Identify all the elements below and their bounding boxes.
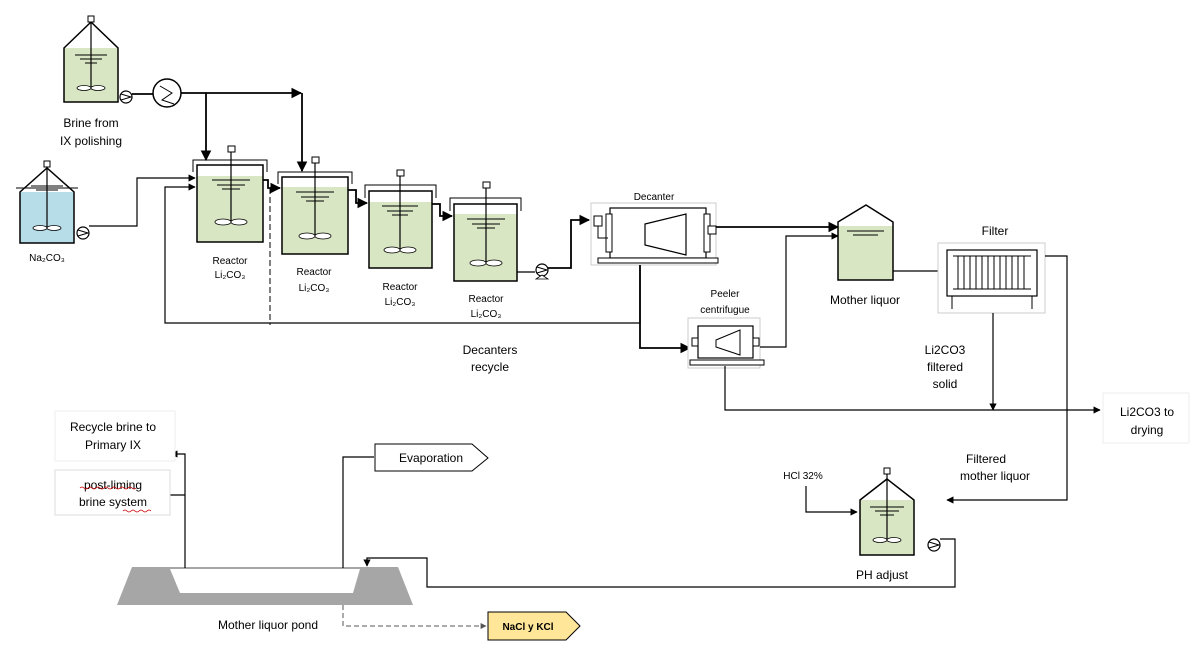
reactor-2-label: Reactor <box>296 267 332 278</box>
pond-label: Mother liquor pond <box>218 618 318 632</box>
stirrer-icon <box>76 85 106 91</box>
filter-label: Filter <box>982 224 1009 238</box>
postliming-label-line1: post-liming <box>84 478 142 492</box>
decanter-label: Decanter <box>634 192 675 203</box>
filter-press-icon <box>937 242 1046 314</box>
mother-liquor-pond <box>117 567 413 605</box>
decanters-recycle-line1: Decanters <box>463 343 518 357</box>
pump-icon <box>76 226 90 240</box>
recycle-label-line2: Primary IX <box>85 438 141 452</box>
evaporation-label: Evaporation <box>399 451 463 465</box>
drying-output: Li2CO3 to drying <box>1102 392 1190 444</box>
decanters-recycle-line2: recycle <box>471 360 509 374</box>
postliming-label-line2: brine system <box>79 495 147 509</box>
solid-label-line2: filtered <box>927 360 963 374</box>
hcl-label: HCl 32% <box>783 471 823 482</box>
reactor-1-label: Reactor <box>212 256 248 267</box>
nacl-kcl-box: NaCl y KCl <box>487 611 581 641</box>
brine-label-line2: IX polishing <box>60 134 122 148</box>
centrifuge-icon <box>687 317 765 369</box>
mother-liquor-tank <box>837 204 894 281</box>
recycle-label-line1: Recycle brine to <box>70 420 156 434</box>
na2co3-tank <box>16 160 78 244</box>
reactor-4-label: Reactor <box>468 294 504 305</box>
drying-label-line1: Li2CO3 to <box>1120 405 1174 419</box>
brine-label-line1: Brine from <box>63 116 118 130</box>
pump-icon <box>927 538 941 552</box>
postliming-box: post-liming brine system <box>54 469 171 516</box>
filtered-ml-label-line1: Filtered <box>966 452 1006 466</box>
solid-label-line1: Li2CO3 <box>925 343 966 357</box>
nacl-kcl-label: NaCl y KCl <box>502 622 553 633</box>
mother-liquor-label: Mother liquor <box>830 293 900 307</box>
recycle-brine-box: Recycle brine to Primary IX <box>54 410 176 462</box>
filtered-ml-label-line2: mother liquor <box>960 469 1030 483</box>
reactor-3 <box>364 169 437 269</box>
pump-icon <box>534 263 550 280</box>
drying-label-line2: drying <box>1131 423 1164 437</box>
evaporation-box: Evaporation <box>374 443 489 472</box>
peeler-label-line2: centrifugue <box>700 305 750 316</box>
reactor-2 <box>277 156 353 255</box>
reactor-2-sublabel: Li₂CO₃ <box>299 283 330 294</box>
peeler-label-line1: Peeler <box>711 289 741 300</box>
na2co3-label: Na₂CO₃ <box>29 253 65 264</box>
decanter-icon <box>590 202 719 266</box>
ph-adjust-tank <box>859 467 915 556</box>
pump-icon <box>119 90 133 104</box>
reactor-1 <box>192 145 268 243</box>
reactor-3-label: Reactor <box>382 282 418 293</box>
brine-tank <box>63 15 119 103</box>
reactor-4-sublabel: Li₂CO₃ <box>471 309 502 320</box>
solid-label-line3: solid <box>933 377 958 391</box>
reactor-1-sublabel: Li₂CO₃ <box>215 270 246 281</box>
reactor-4 <box>449 181 522 282</box>
reactor-3-sublabel: Li₂CO₃ <box>385 297 416 308</box>
ph-adjust-label: PH adjust <box>856 568 909 582</box>
heat-exchanger-icon <box>152 78 182 108</box>
